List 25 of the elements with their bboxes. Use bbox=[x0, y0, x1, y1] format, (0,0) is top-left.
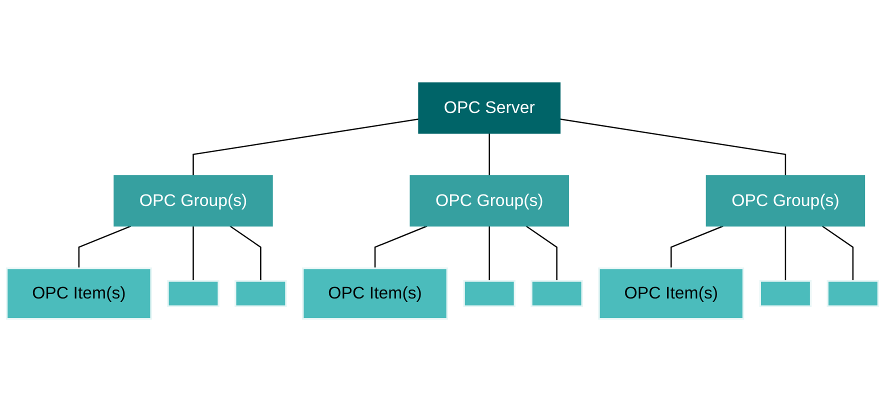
node-box bbox=[463, 280, 516, 307]
connector bbox=[784, 226, 786, 281]
connector bbox=[78, 225, 132, 268]
connector bbox=[374, 225, 428, 268]
connector bbox=[230, 225, 262, 281]
connector bbox=[488, 226, 490, 281]
connector bbox=[192, 118, 419, 176]
connector bbox=[488, 133, 490, 176]
connector bbox=[192, 226, 194, 281]
node-box bbox=[234, 280, 287, 307]
connector bbox=[670, 225, 724, 268]
node-box bbox=[826, 280, 880, 307]
node-box: OPC Item(s) bbox=[6, 267, 152, 320]
node-box: OPC Item(s) bbox=[302, 267, 448, 320]
connector bbox=[560, 118, 786, 176]
node-box bbox=[759, 280, 812, 307]
node-box: OPC Group(s) bbox=[706, 174, 866, 226]
node-box bbox=[530, 280, 583, 307]
node-box: OPC Item(s) bbox=[598, 267, 744, 320]
connector bbox=[526, 225, 558, 281]
node-box: OPC Group(s) bbox=[410, 174, 569, 226]
connector bbox=[822, 225, 854, 281]
node-box: OPC Group(s) bbox=[114, 174, 273, 226]
node-box: OPC Server bbox=[418, 82, 561, 134]
node-box bbox=[167, 280, 220, 307]
